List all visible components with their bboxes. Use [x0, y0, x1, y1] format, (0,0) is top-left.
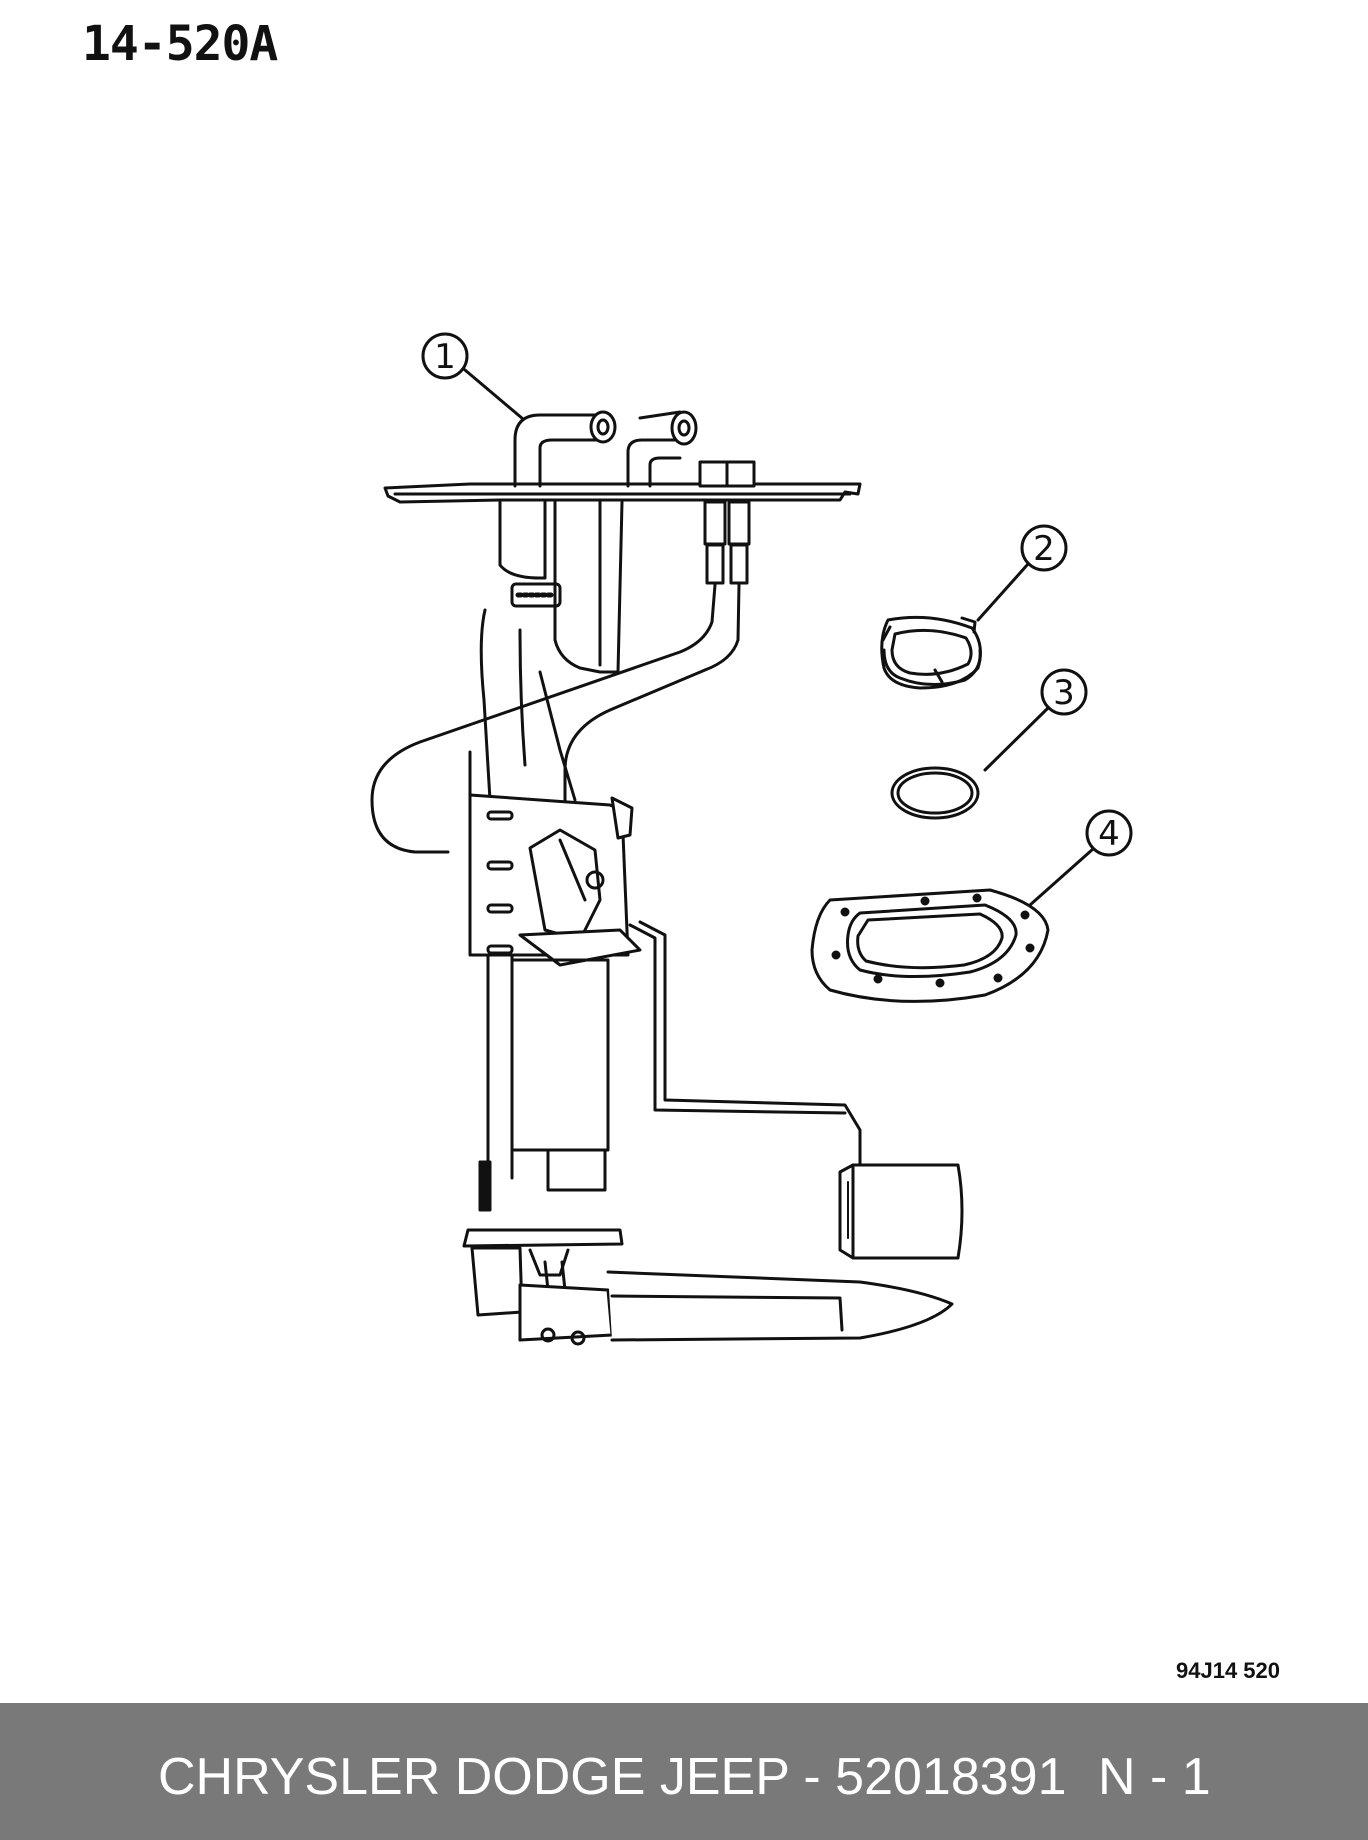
- callout-2: 2: [976, 524, 1068, 622]
- lock-ring: [880, 615, 982, 690]
- gasket: [810, 888, 1050, 1003]
- fuel-pump-module: [370, 410, 964, 1346]
- callout-3-number: 3: [1053, 673, 1075, 713]
- o-ring-seal: [890, 766, 980, 820]
- callout-1: 1: [421, 332, 525, 421]
- callout-2-number: 2: [1033, 529, 1055, 569]
- footer-part-info: CHRYSLER DODGE JEEP - 52018391: [158, 1748, 1067, 1806]
- figure-reference: 94J14 520: [1176, 1658, 1280, 1683]
- footer-code: N - 1: [1098, 1748, 1211, 1806]
- callout-4: 4: [1028, 809, 1133, 907]
- callout-3: 3: [983, 668, 1088, 772]
- exploded-parts-diagram: 1 2 3 4: [370, 332, 1133, 1346]
- page-code: 14-520A: [82, 16, 278, 72]
- callout-4-number: 4: [1098, 814, 1120, 854]
- footer-bar: CHRYSLER DODGE JEEP - 52018391 N - 1: [0, 1703, 1368, 1840]
- callout-1-number: 1: [434, 337, 456, 377]
